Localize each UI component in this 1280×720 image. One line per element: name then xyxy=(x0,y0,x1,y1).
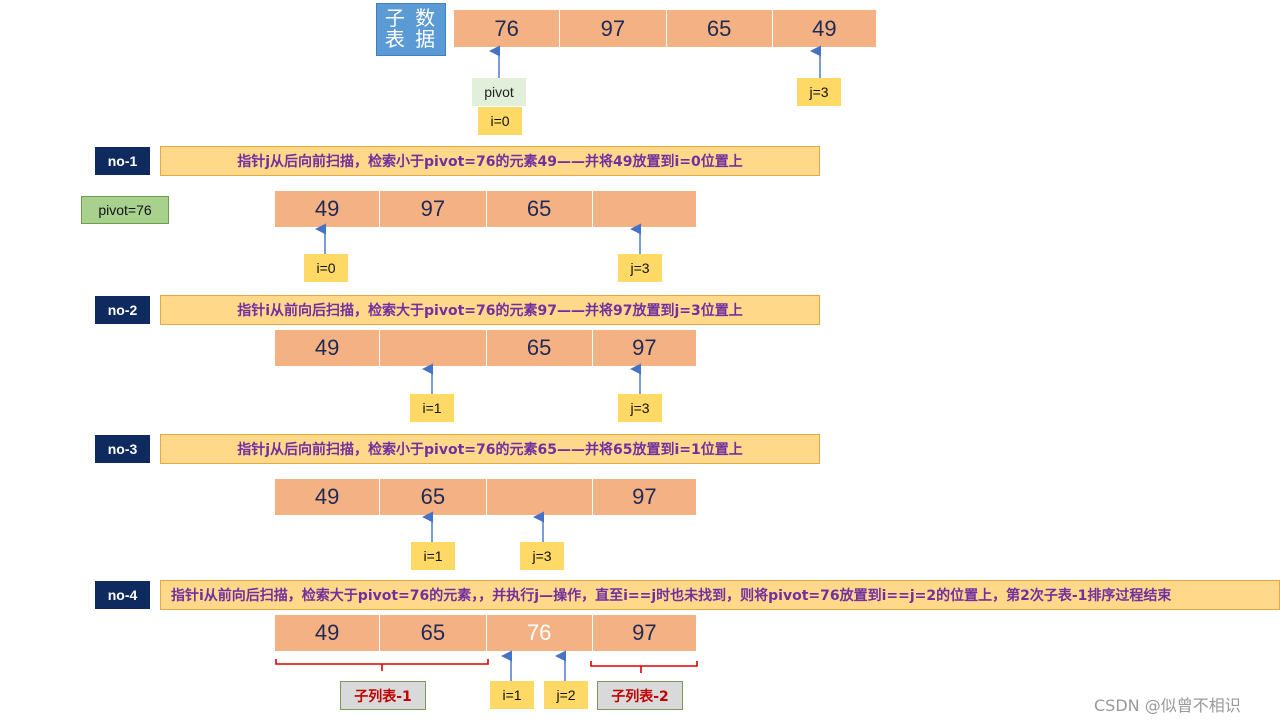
array-cell: 65 xyxy=(666,10,773,47)
array-cell: 97 xyxy=(380,191,487,227)
array-cell: 76 xyxy=(454,10,561,47)
step-label-3: no-3 xyxy=(95,435,150,463)
array-cell: 97 xyxy=(592,615,697,651)
array-cell: 65 xyxy=(380,615,487,651)
pointer-i-tag: i=0 xyxy=(478,107,522,135)
array-cell: 49 xyxy=(772,10,877,47)
array-step-1: 49 97 65 xyxy=(275,191,697,227)
sublist-1-label: 子列表-1 xyxy=(340,681,426,710)
array-cell: 65 xyxy=(486,191,593,227)
pointer-j-tag: j=3 xyxy=(520,542,564,570)
pointer-i-tag: i=1 xyxy=(490,681,534,709)
step-label-1: no-1 xyxy=(95,147,150,175)
pointer-j-tag: j=2 xyxy=(544,681,588,709)
array-step-2: 49 65 97 xyxy=(275,330,697,366)
array-cell: 65 xyxy=(380,479,487,515)
array-cell xyxy=(380,330,487,366)
pointer-j-tag: j=3 xyxy=(618,394,662,422)
array-cell-pivot: 76 xyxy=(486,615,593,651)
step-label-2: no-2 xyxy=(95,296,150,324)
watermark: CSDN @似曾不相识 xyxy=(1094,696,1241,715)
pivot-label: pivot xyxy=(472,78,526,106)
pivot-value-box: pivot=76 xyxy=(81,196,169,224)
step-description-3: 指针j从后向前扫描，检索小于pivot=76的元素65——并将65放置到i=1位… xyxy=(160,434,820,464)
array-cell: 97 xyxy=(560,10,667,47)
array-cell: 97 xyxy=(592,330,697,366)
array-step-4: 49 65 76 97 xyxy=(275,615,697,651)
array-cell: 49 xyxy=(275,191,381,227)
pointer-j-tag: j=3 xyxy=(797,78,841,106)
array-cell: 65 xyxy=(486,330,593,366)
pointer-j-tag: j=3 xyxy=(618,254,662,282)
array-cell: 49 xyxy=(275,615,381,651)
pointer-i-tag: i=1 xyxy=(410,394,454,422)
array-cell: 49 xyxy=(275,479,381,515)
array-cell: 97 xyxy=(592,479,697,515)
sublist-2-label: 子列表-2 xyxy=(597,681,683,710)
data-table-title: 子 数 表 据 xyxy=(376,3,446,56)
step-label-4: no-4 xyxy=(95,581,150,609)
array-cell: 49 xyxy=(275,330,381,366)
sublist-2-bracket xyxy=(590,661,698,673)
sublist-1-bracket xyxy=(275,659,489,671)
step-description-4: 指针i从前向后扫描，检索大于pivot=76的元素，，并执行j—操作，直至i==… xyxy=(160,580,1280,610)
array-cell xyxy=(486,479,593,515)
pointer-i-tag: i=1 xyxy=(411,542,455,570)
step-description-1: 指针j从后向前扫描，检索小于pivot=76的元素49——并将49放置到i=0位… xyxy=(160,146,820,176)
array-step-3: 49 65 97 xyxy=(275,479,697,515)
array-cell xyxy=(592,191,697,227)
initial-array: 76 97 65 49 xyxy=(454,10,877,47)
step-description-2: 指针i从前向后扫描，检索大于pivot=76的元素97——并将97放置到j=3位… xyxy=(160,295,820,325)
pointer-i-tag: i=0 xyxy=(304,254,348,282)
